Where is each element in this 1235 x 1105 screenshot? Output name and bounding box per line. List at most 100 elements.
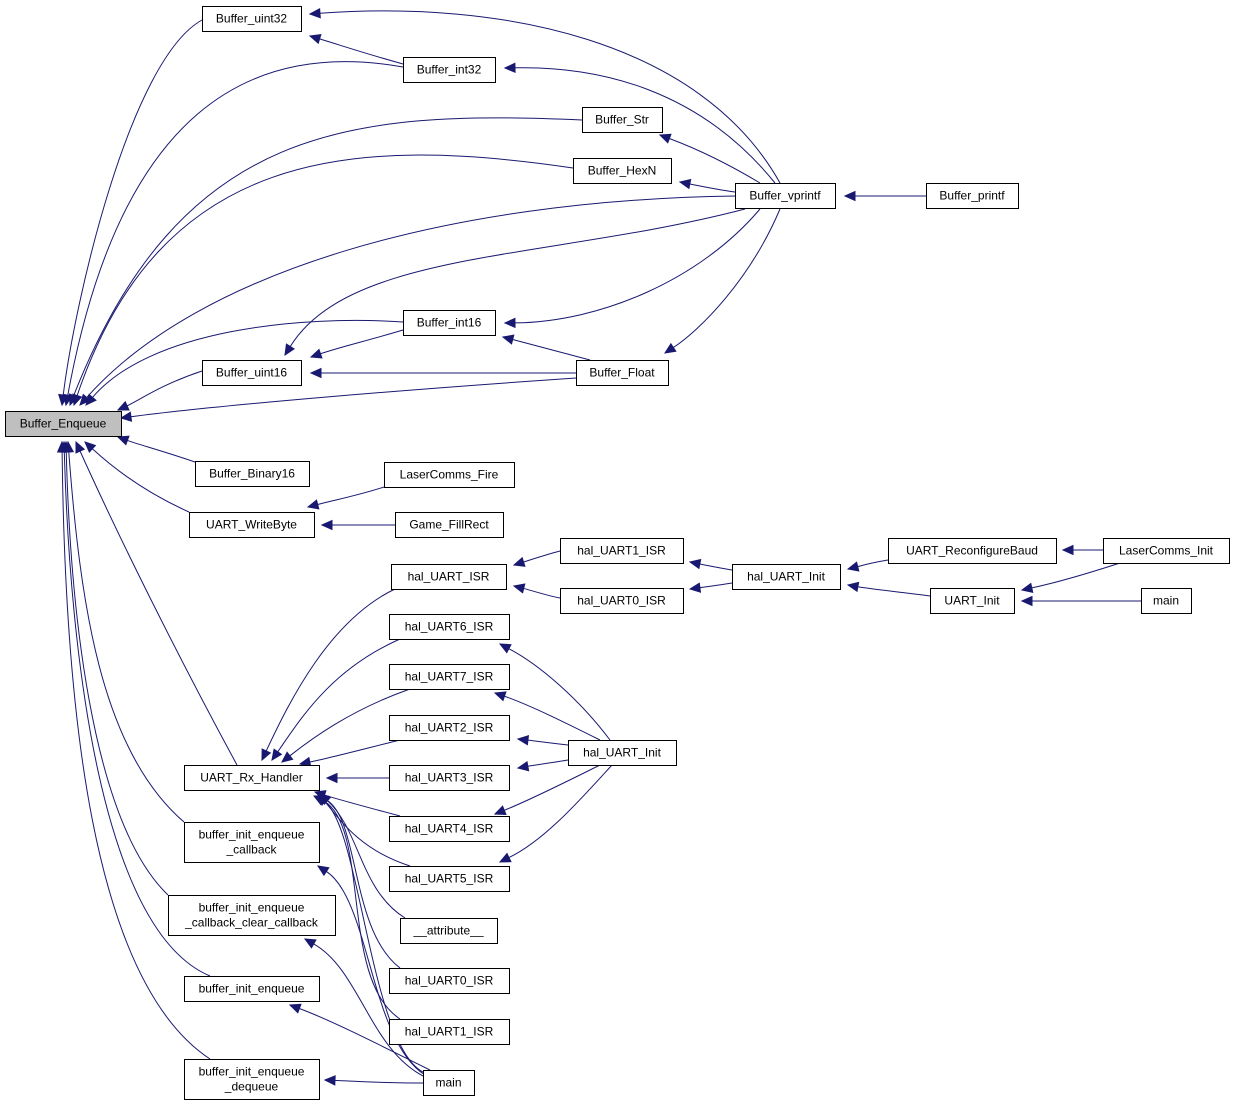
edge-buffer_uint32-to-buffer_enqueue bbox=[58, 19, 203, 407]
edge-hal_uart_init_b-to-hal_uart4_isr bbox=[493, 764, 601, 815]
node-buffer-hexn[interactable]: Buffer_HexN bbox=[573, 158, 672, 184]
node-hal-uart4-isr[interactable]: hal_UART4_ISR bbox=[389, 816, 510, 842]
node-label: hal_UART5_ISR bbox=[405, 872, 494, 886]
node-label: Buffer_int16 bbox=[417, 316, 482, 330]
node-buffer-uint32[interactable]: Buffer_uint32 bbox=[202, 6, 302, 32]
edge-line bbox=[265, 588, 396, 752]
arrowhead-icon bbox=[498, 643, 512, 654]
node-buffer-int16[interactable]: Buffer_int16 bbox=[403, 310, 496, 336]
edge-main_a-to-uart_init bbox=[1020, 595, 1141, 607]
edge-buffer_vprintf-to-buffer_uint32 bbox=[308, 7, 781, 184]
node-box bbox=[389, 664, 510, 690]
edge-main_b-to-buffer_init_enqueue bbox=[288, 1003, 431, 1071]
arrowhead-icon bbox=[271, 748, 283, 761]
edge-line bbox=[320, 329, 404, 355]
node-buffer-init-enqueue-callback-clear-callback[interactable]: buffer_init_enqueue_callback_clear_callb… bbox=[168, 895, 336, 936]
edge-line bbox=[86, 195, 736, 398]
edge-hal_uart6_isr-to-uart_rx_handler bbox=[271, 638, 401, 761]
node-attribute[interactable]: __attribute__ bbox=[400, 918, 498, 944]
node-hal-uart6-isr[interactable]: hal_UART6_ISR bbox=[389, 614, 510, 640]
node-lasercomms-fire[interactable]: LaserComms_Fire bbox=[384, 462, 515, 488]
arrowhead-icon bbox=[1061, 544, 1074, 556]
node-buffer-float[interactable]: Buffer_Float bbox=[576, 360, 669, 386]
node-uart-rx-handler[interactable]: UART_Rx_Handler bbox=[184, 765, 320, 791]
arrowhead-icon bbox=[663, 342, 677, 354]
arrowhead-icon bbox=[325, 772, 338, 784]
edge-line bbox=[334, 1079, 424, 1084]
edge-buffer_int32-to-buffer_uint32 bbox=[308, 33, 404, 65]
node-main-a[interactable]: main bbox=[1141, 588, 1192, 614]
node-label: Buffer_Binary16 bbox=[209, 467, 295, 481]
node-uart-reconfigurebaud[interactable]: UART_ReconfigureBaud bbox=[888, 538, 1057, 564]
edge-line bbox=[857, 586, 931, 597]
node-hal-uart1-isr-b[interactable]: hal_UART1_ISR bbox=[389, 1019, 510, 1045]
node-hal-uart-init-a[interactable]: hal_UART_Init bbox=[732, 564, 841, 590]
node-hal-uart-init-b[interactable]: hal_UART_Init bbox=[568, 740, 677, 766]
node-label: hal_UART0_ISR bbox=[405, 974, 494, 988]
edge-line bbox=[508, 764, 613, 859]
node-box bbox=[389, 1019, 510, 1045]
edge-uart_reconfigurebaud-to-hal_uart_init_a bbox=[846, 559, 889, 572]
node-label: hal_UART3_ISR bbox=[405, 771, 494, 785]
node-box bbox=[184, 976, 320, 1002]
edge-buffer_float-to-buffer_int16 bbox=[501, 334, 591, 361]
arrowhead-icon bbox=[658, 133, 672, 144]
node-buffer-printf[interactable]: Buffer_printf bbox=[926, 183, 1019, 209]
node-hal-uart2-isr[interactable]: hal_UART2_ISR bbox=[389, 715, 510, 741]
node-box bbox=[560, 538, 684, 564]
edge-line bbox=[299, 1008, 431, 1071]
arrowhead-icon bbox=[503, 317, 516, 329]
arrowhead-icon bbox=[281, 751, 294, 763]
node-main-b[interactable]: main bbox=[423, 1070, 475, 1096]
node-box bbox=[184, 765, 320, 791]
node-box bbox=[389, 968, 510, 994]
edge-line bbox=[79, 450, 238, 766]
edge-line bbox=[319, 10, 781, 184]
node-buffer-enqueue[interactable]: Buffer_Enqueue bbox=[5, 411, 122, 437]
edge-buffer_init_enqueue_callback-to-buffer_enqueue bbox=[63, 440, 185, 823]
arrowhead-icon bbox=[309, 367, 322, 379]
node-buffer-int32[interactable]: Buffer_int32 bbox=[403, 57, 496, 83]
node-hal-uart0-isr-b[interactable]: hal_UART0_ISR bbox=[389, 968, 510, 994]
edge-hal_uart2_isr-to-uart_rx_handler bbox=[298, 739, 401, 768]
edge-buffer_vprintf-to-buffer_uint16 bbox=[284, 208, 746, 357]
edge-buffer_int16-to-buffer_enqueue bbox=[85, 319, 404, 406]
node-label: Buffer_uint32 bbox=[216, 12, 287, 26]
node-label: hal_UART7_ISR bbox=[405, 670, 494, 684]
edge-buffer_vprintf-to-buffer_str bbox=[658, 133, 761, 184]
node-hal-uart7-isr[interactable]: hal_UART7_ISR bbox=[389, 664, 510, 690]
node-lasercomms-init[interactable]: LaserComms_Init bbox=[1103, 538, 1230, 564]
arrowhead-icon bbox=[119, 411, 133, 422]
node-buffer-vprintf[interactable]: Buffer_vprintf bbox=[735, 183, 836, 209]
arrowhead-icon bbox=[85, 393, 97, 406]
node-hal-uart-isr[interactable]: hal_UART_ISR bbox=[391, 564, 507, 590]
edge-buffer_vprintf-to-buffer_int16 bbox=[503, 208, 761, 329]
node-box bbox=[573, 158, 672, 184]
edge-line bbox=[289, 688, 411, 757]
node-hal-uart3-isr[interactable]: hal_UART3_ISR bbox=[389, 765, 510, 791]
node-buffer-str[interactable]: Buffer_Str bbox=[582, 107, 663, 133]
node-buffer-init-enqueue-callback[interactable]: buffer_init_enqueue_callback bbox=[184, 822, 320, 863]
node-hal-uart5-isr[interactable]: hal_UART5_ISR bbox=[389, 866, 510, 892]
node-hal-uart1-isr-a[interactable]: hal_UART1_ISR bbox=[560, 538, 684, 564]
node-buffer-uint16[interactable]: Buffer_uint16 bbox=[202, 360, 302, 386]
node-hal-uart0-isr-a[interactable]: hal_UART0_ISR bbox=[560, 588, 684, 614]
node-buffer-init-enqueue[interactable]: buffer_init_enqueue bbox=[184, 976, 320, 1002]
node-label: buffer_init_enqueue bbox=[199, 982, 305, 996]
edge-line bbox=[126, 370, 203, 407]
edge-line bbox=[523, 587, 561, 599]
node-buffer-init-enqueue-dequeue[interactable]: buffer_init_enqueue_dequeue bbox=[184, 1059, 320, 1100]
arrowhead-icon bbox=[308, 33, 322, 45]
node-uart-init[interactable]: UART_Init bbox=[930, 588, 1015, 614]
node-uart-writebyte[interactable]: UART_WriteByte bbox=[189, 512, 315, 538]
node-box bbox=[389, 715, 510, 741]
edge-line bbox=[514, 67, 776, 184]
edge-line bbox=[317, 486, 385, 505]
edge-line bbox=[699, 563, 733, 571]
node-game-fillrect[interactable]: Game_FillRect bbox=[395, 512, 504, 538]
edge-line bbox=[62, 19, 203, 396]
node-buffer-binary16[interactable]: Buffer_Binary16 bbox=[195, 461, 310, 487]
node-label: buffer_init_enqueue bbox=[199, 828, 305, 842]
edge-line bbox=[313, 943, 426, 1078]
node-label: __attribute__ bbox=[412, 924, 483, 938]
